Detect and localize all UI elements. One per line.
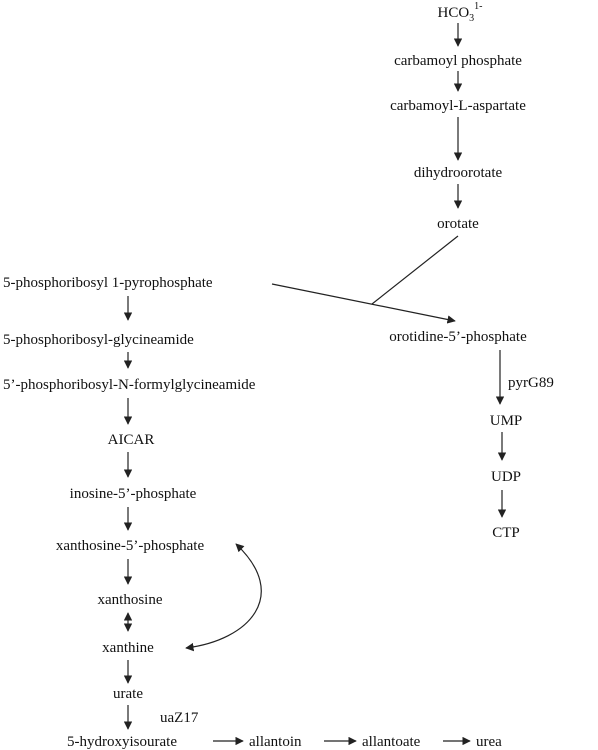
- gar-node: 5-phosphoribosyl-glycineamide: [3, 332, 194, 348]
- uaZ17-mutation-label: uaZ17: [160, 710, 199, 726]
- carbamoyl-phosphate-node: carbamoyl phosphate: [394, 53, 522, 69]
- urea-node: urea: [476, 734, 502, 750]
- fgar-node: 5’-phosphoribosyl-N-formylglycineamide: [3, 377, 256, 393]
- orotidine-phosphate-node: orotidine-5’-phosphate: [389, 329, 527, 345]
- udp-node: UDP: [491, 469, 521, 485]
- urate-node: urate: [113, 686, 143, 702]
- allantoin-node: allantoin: [249, 734, 302, 750]
- aicar-node: AICAR: [108, 432, 155, 448]
- allantoate-node: allantoate: [362, 734, 421, 750]
- xanthine-node: xanthine: [102, 640, 154, 656]
- xmp-node: xanthosine-5’-phosphate: [56, 538, 205, 554]
- orotate-node: orotate: [437, 216, 479, 232]
- arrow-prpp-to-omp: [271, 283, 456, 324]
- xanthosine-node: xanthosine: [98, 592, 163, 608]
- imp-node: inosine-5’-phosphate: [70, 486, 197, 502]
- arrow-xmp-xanthine-cycle: [185, 543, 262, 652]
- hydroxyisourate-node: 5-hydroxyisourate: [67, 734, 177, 750]
- dihydroorotate-node: dihydroorotate: [414, 165, 503, 181]
- bicarbonate-node: HCO31-: [437, 1, 482, 24]
- ctp-node: CTP: [492, 525, 520, 541]
- pyrG89-mutation-label: pyrG89: [508, 375, 554, 391]
- carbamoyl-aspartate-node: carbamoyl-L-aspartate: [390, 98, 526, 114]
- prpp-node: 5-phosphoribosyl 1-pyrophosphate: [3, 275, 213, 291]
- ump-node: UMP: [490, 413, 523, 429]
- orotate-merge-connector: [371, 235, 459, 305]
